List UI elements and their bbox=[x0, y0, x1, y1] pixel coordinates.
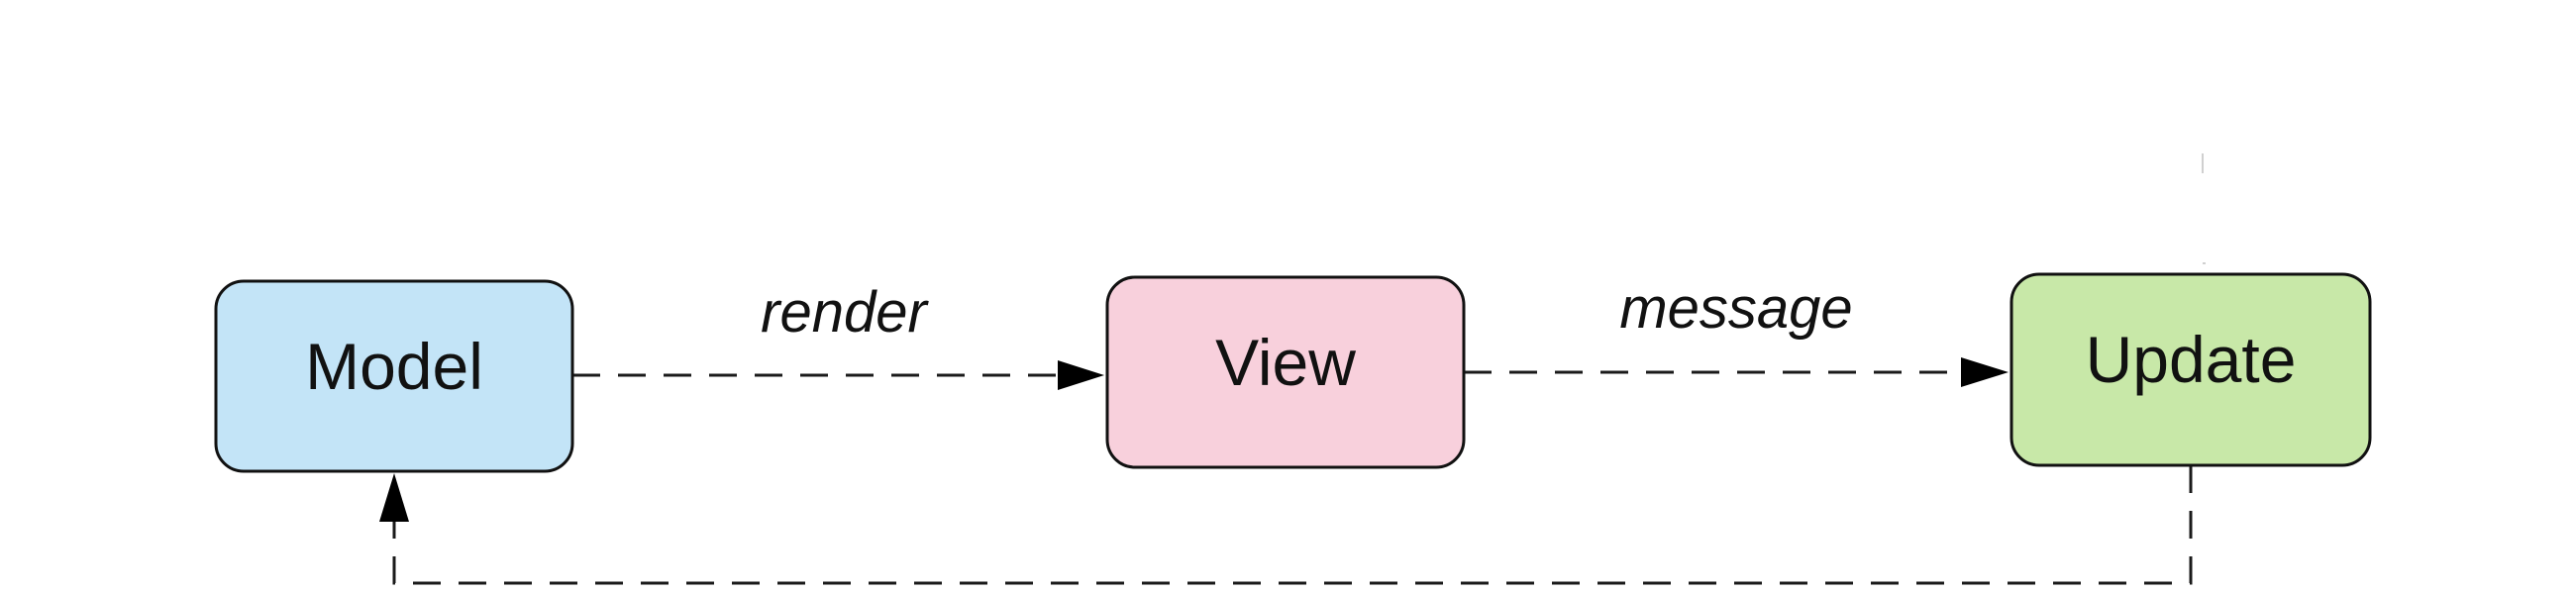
node-view-box bbox=[1105, 275, 1466, 469]
edge-message-label: message bbox=[1619, 276, 1852, 341]
edge-message-arrowhead bbox=[1961, 357, 2009, 387]
node-view-label: View bbox=[1215, 326, 1356, 399]
edge-feedback-arrowhead bbox=[379, 473, 409, 522]
edge-render: render bbox=[572, 280, 1104, 390]
node-model-label: Model bbox=[305, 330, 483, 403]
node-model: Model bbox=[214, 279, 574, 473]
edge-render-arrowhead bbox=[1058, 360, 1104, 390]
node-update-box bbox=[2009, 272, 2372, 467]
node-view: View bbox=[1105, 275, 1466, 469]
node-update: Update bbox=[2009, 272, 2372, 467]
edge-feedback-line bbox=[392, 465, 2193, 585]
edge-render-label: render bbox=[761, 280, 929, 345]
node-model-box bbox=[214, 279, 574, 473]
node-update-label: Update bbox=[2086, 323, 2297, 396]
edge-message: message bbox=[1464, 276, 2009, 387]
edge-feedback bbox=[379, 465, 2193, 585]
